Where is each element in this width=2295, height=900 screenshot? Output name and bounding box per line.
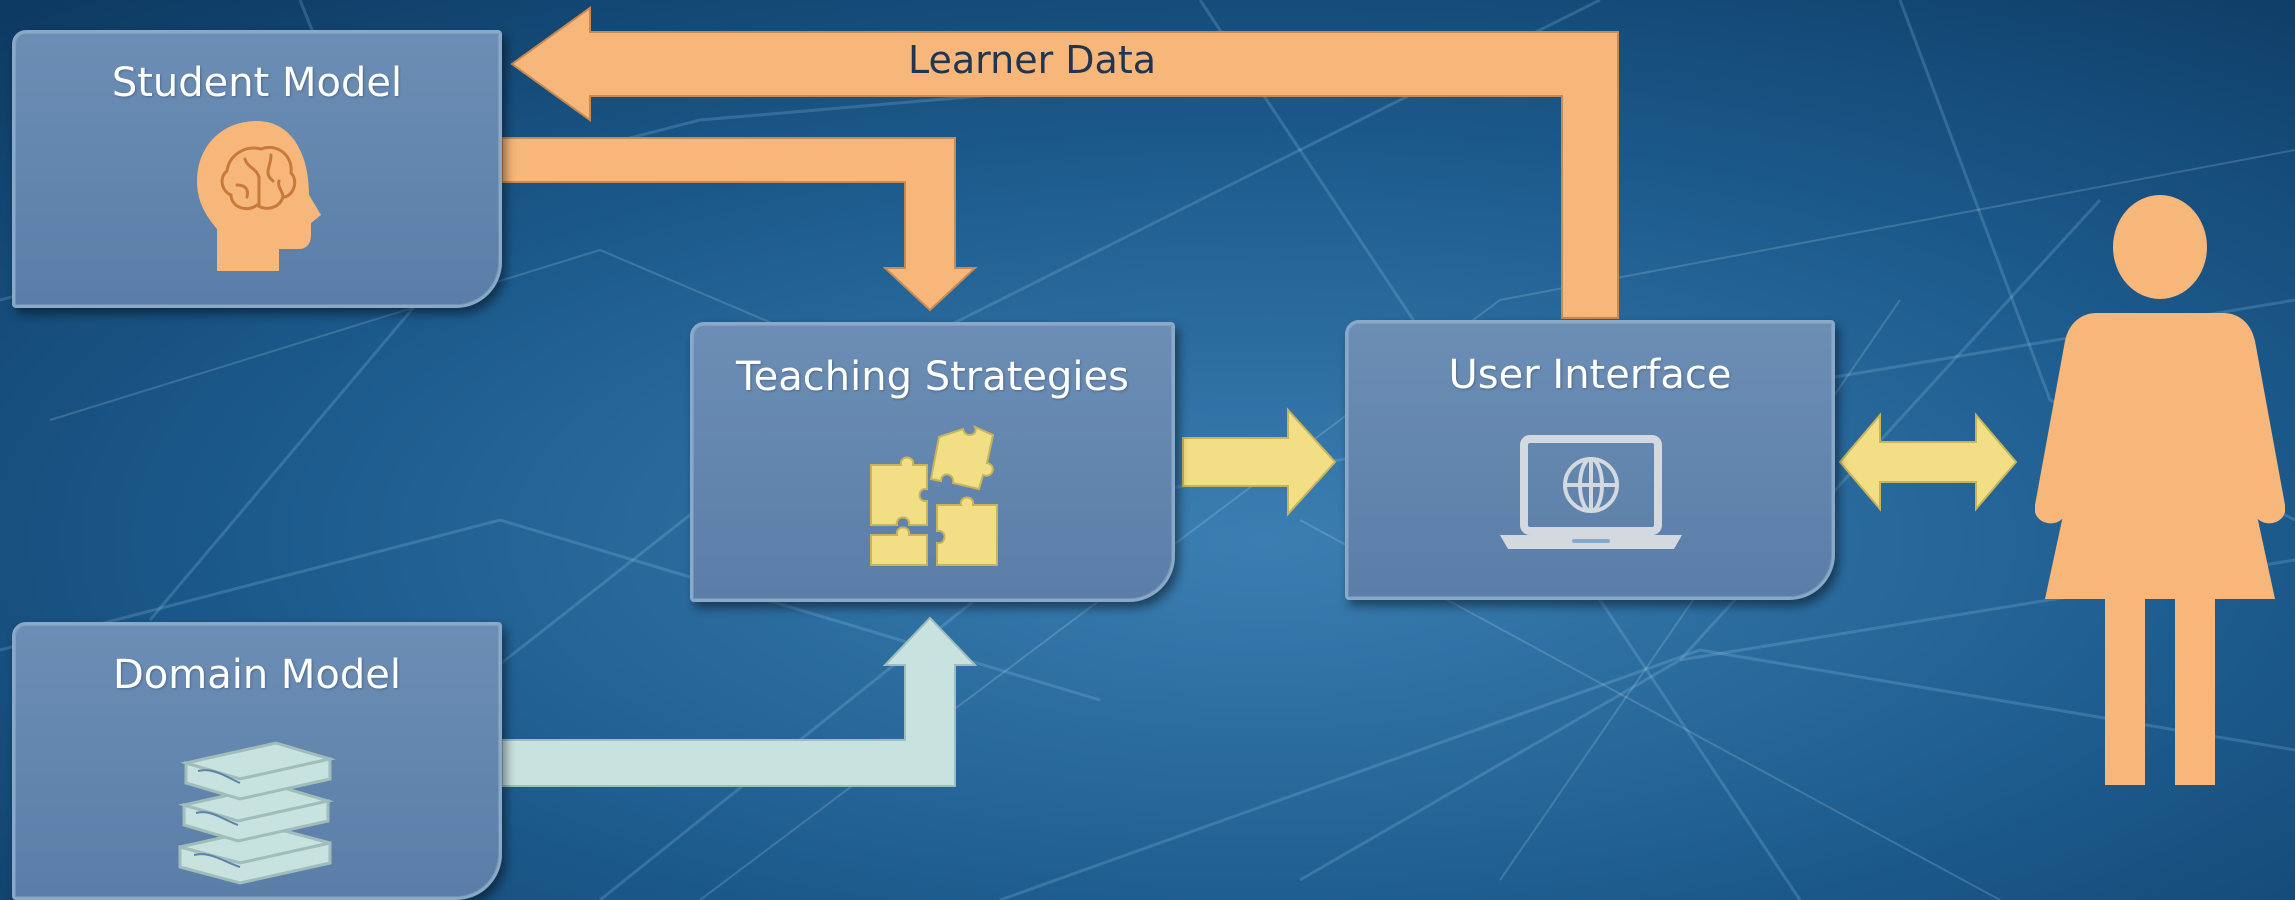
domain-to-strategies-arrow [501,616,978,787]
books-icon [178,741,336,885]
student-model-title: Student Model [111,60,403,106]
brain-head-icon [197,121,321,271]
student-model-box: Student Model [12,30,502,308]
strategies-to-interface-arrow [1182,407,1337,517]
domain-model-box: Domain Model [12,622,502,900]
teaching-strategies-box: Teaching Strategies [690,322,1175,602]
interface-person-arrow [1838,412,2018,512]
laptop-globe-icon [1500,435,1682,549]
puzzle-icon [870,425,998,566]
student-to-strategies-arrow [501,137,978,312]
learner-data-label: Learner Data [908,38,1157,82]
user-interface-title: User Interface [1448,352,1732,398]
user-interface-box: User Interface [1345,320,1835,600]
learner-data-arrow [510,6,1619,319]
domain-model-title: Domain Model [112,652,402,698]
person-icon [2035,195,2285,785]
teaching-strategies-title: Teaching Strategies [736,354,1129,400]
